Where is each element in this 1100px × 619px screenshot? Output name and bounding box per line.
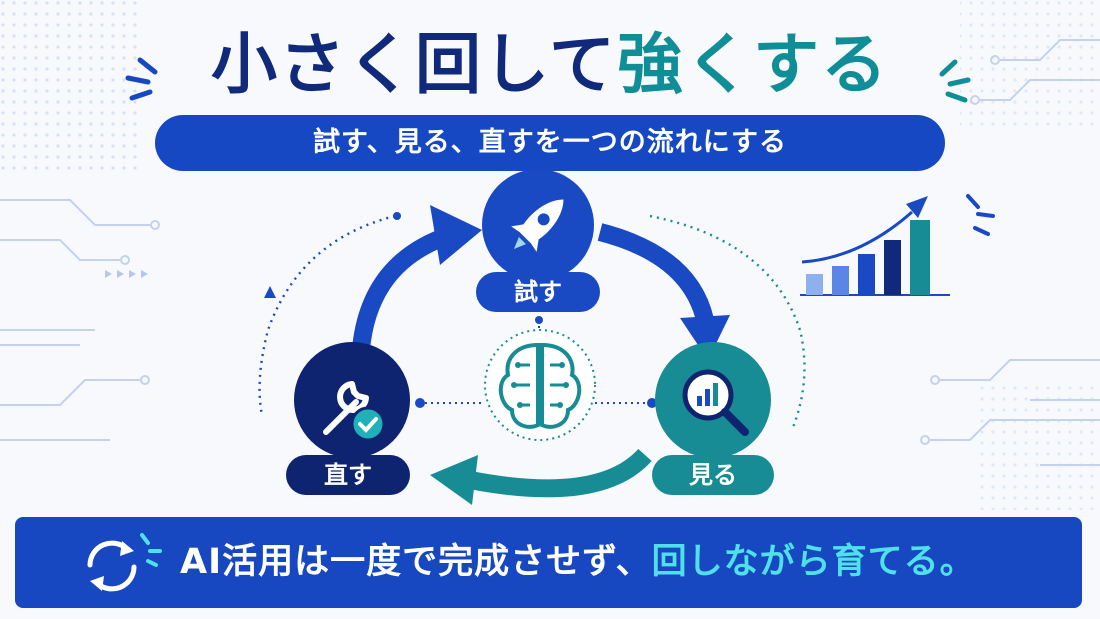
subtitle-banner: 試す、見る、直すを一つの流れにする [155, 115, 945, 171]
title-burst-left [125, 57, 158, 101]
label-try: 試す [476, 272, 600, 312]
node-try [482, 169, 594, 281]
arrow-try-to-see [597, 223, 714, 323]
title-burst-right [939, 59, 971, 103]
title-part-2: 強くする [617, 26, 890, 103]
circuit-lines-right [920, 39, 1100, 466]
refresh-icon [87, 533, 162, 592]
bottom-part-1: AI活用は一度で完成させず、 [180, 542, 652, 582]
chevron-decoration [105, 270, 148, 278]
bottom-banner [15, 517, 1082, 608]
bottom-message: AI活用は一度で完成させず、回しながら育てる。 [180, 517, 976, 608]
circuit-lines-left [0, 199, 160, 441]
node-fix [294, 342, 410, 458]
bottom-part-2: 回しながら育てる。 [651, 542, 976, 582]
title-part-1: 小さく回して [210, 26, 618, 103]
rising-bar-chart-icon [800, 194, 995, 296]
brain-circuit-icon [484, 329, 596, 441]
node-see [655, 342, 771, 458]
dot-pattern [0, 0, 140, 170]
wrench-check-icon [323, 381, 386, 442]
dot-pattern [960, 0, 1100, 130]
label-see: 見る [652, 455, 774, 495]
label-fix: 直す [286, 455, 410, 495]
dot-pattern [980, 380, 1100, 510]
page-title: 小さく回して強くする [0, 20, 1100, 110]
arrow-see-to-fix [468, 448, 652, 498]
magnifier-chart-icon [682, 369, 749, 436]
